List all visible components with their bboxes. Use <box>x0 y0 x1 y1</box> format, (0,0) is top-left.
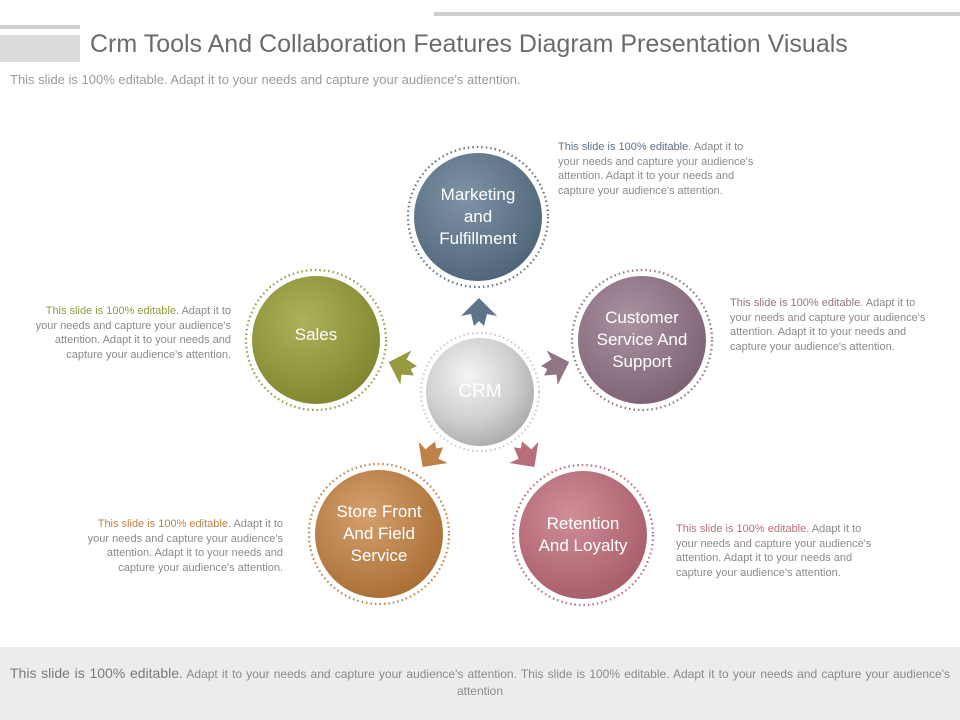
desc-marketing: This slide is 100% editable. Adapt it to… <box>558 140 763 198</box>
footer-lead: This slide is 100% editable. <box>10 665 183 681</box>
desc-store-front: This slide is 100% editable. Adapt it to… <box>78 517 283 575</box>
desc-text: Adapt it to your needs and capture your … <box>35 305 231 361</box>
arrow-store-front <box>418 441 448 467</box>
center-node-crm <box>420 332 540 452</box>
node-marketing <box>406 145 550 289</box>
desc-highlight: This slide is 100% editable. <box>97 518 232 530</box>
desc-highlight: This slide is 100% editable. <box>730 297 864 309</box>
arrow-sales <box>388 350 417 385</box>
arrow-marketing <box>461 298 497 326</box>
header-bar-left-block <box>0 35 80 62</box>
header-bar-left-top <box>0 25 80 29</box>
desc-text: Adapt it to your needs and capture your … <box>730 297 926 353</box>
desc-text: Adapt it to your needs and capture your … <box>87 518 283 574</box>
node-sales <box>244 268 388 412</box>
arrow-retention <box>509 441 539 467</box>
desc-highlight: This slide is 100% editable. <box>558 141 692 153</box>
arrow-customer-service <box>541 350 570 385</box>
page-subtitle: This slide is 100% editable. Adapt it to… <box>10 72 521 87</box>
header-bar-right <box>434 12 960 16</box>
footer-text: This slide is 100% editable. Adapt it to… <box>10 665 950 700</box>
node-store-front <box>307 462 451 606</box>
desc-retention: This slide is 100% editable. Adapt it to… <box>676 522 881 580</box>
node-retention <box>511 463 655 607</box>
desc-text: Adapt it to your needs and capture your … <box>558 141 754 197</box>
desc-customer-service: This slide is 100% editable. Adapt it to… <box>730 296 935 354</box>
crm-diagram <box>244 145 714 607</box>
desc-sales: This slide is 100% editable. Adapt it to… <box>26 304 231 362</box>
desc-text: Adapt it to your needs and capture your … <box>676 523 872 579</box>
footer-body: Adapt it to your needs and capture your … <box>182 667 951 698</box>
desc-highlight: This slide is 100% editable. <box>45 305 180 317</box>
node-customer-service <box>570 268 714 412</box>
footer: This slide is 100% editable. Adapt it to… <box>0 647 960 720</box>
page-title: Crm Tools And Collaboration Features Dia… <box>90 30 848 58</box>
desc-highlight: This slide is 100% editable. <box>676 523 810 535</box>
